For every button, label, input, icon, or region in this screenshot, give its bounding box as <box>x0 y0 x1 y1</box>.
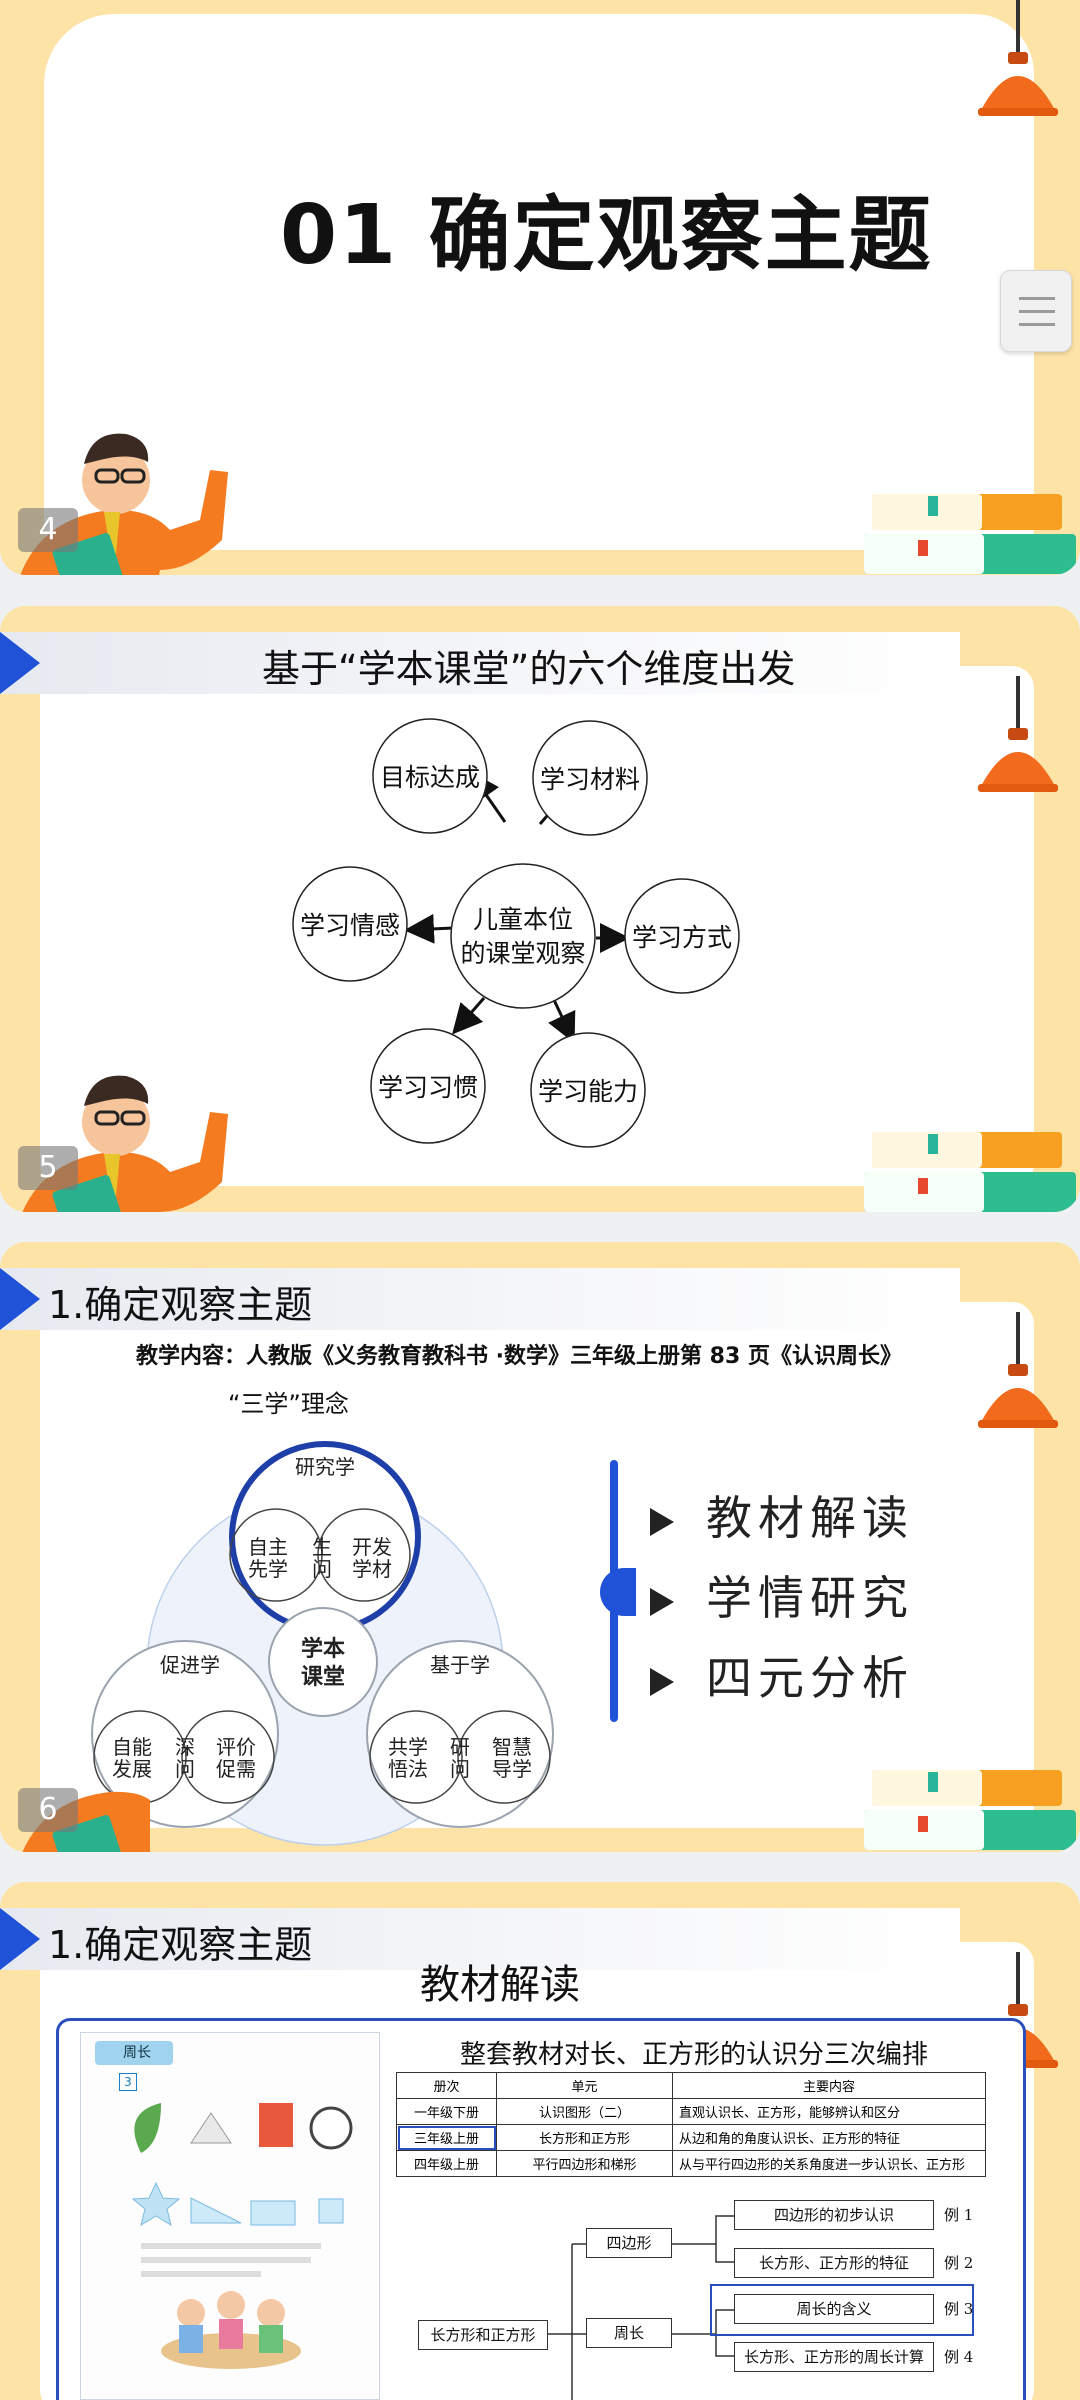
tree-node-quadrilateral: 四边形 <box>586 2228 672 2258</box>
slide-5: 基于“学本课堂”的六个维度出发 儿童本位 的课堂观察 目标达成 学习材料 <box>0 606 1080 1212</box>
venn-top-right-2: 学材 <box>352 1557 392 1581</box>
center-node <box>450 863 596 1009</box>
venn-top-title: 研究学 <box>295 1455 355 1479</box>
slide-heading: 1.确定观察主题 <box>48 1923 313 1967</box>
highlight-box <box>710 2284 974 2336</box>
example-label: 例 4 <box>944 2348 974 2366</box>
node-ability: 学习能力 <box>538 1077 638 1106</box>
center-line2: 的课堂观察 <box>460 939 585 968</box>
venn-center-1: 学本 <box>301 1636 345 1662</box>
tree-leaf: 长方形、正方形的特征 <box>734 2248 934 2278</box>
tree-node-perimeter: 周长 <box>586 2318 672 2348</box>
venn-top-left-2: 先学 <box>248 1557 288 1581</box>
table-cell: 从边和角的角度认识长、正方形的特征 <box>672 2124 986 2151</box>
table-cell: 一年级下册 <box>396 2098 497 2125</box>
lamp-icon <box>978 676 1058 792</box>
table-cell: 长方形和正方形 <box>496 2124 673 2151</box>
venn-left-right-2: 促需 <box>216 1757 256 1781</box>
page-number: 6 <box>18 1788 78 1832</box>
tree-root: 长方形和正方形 <box>418 2320 548 2350</box>
page-number: 4 <box>18 508 78 552</box>
center-line1: 儿童本位 <box>473 905 573 934</box>
divider-tab <box>600 1568 636 1616</box>
flag-icon <box>0 1268 40 1330</box>
venn-left-mid-2: 问 <box>175 1757 195 1781</box>
table-cell: 平行四边形和梯形 <box>496 2150 673 2177</box>
venn-top-mid-2: 问 <box>312 1557 332 1581</box>
venn-top-left-1: 自主 <box>248 1535 288 1559</box>
venn-right-title: 基于学 <box>430 1653 490 1677</box>
textbook-book-label: 数学 <box>257 2083 277 2094</box>
menu-button[interactable] <box>1000 270 1072 352</box>
slide-7: 1.确定观察主题 教材解读 周长 3 <box>0 1882 1080 2400</box>
bullet-analysis[interactable]: 四元分析 <box>650 1642 914 1705</box>
flag-icon <box>0 1908 40 1970</box>
concept-label: “三学”理念 <box>228 1390 349 1418</box>
table-cell-highlight: 三年级上册 <box>396 2124 497 2151</box>
header-band <box>0 632 960 694</box>
textbook-number: 3 <box>119 2073 137 2091</box>
bullet-learner[interactable]: 学情研究 <box>650 1562 914 1625</box>
venn-left-title: 促进学 <box>160 1653 220 1677</box>
venn-right-left-2: 悟法 <box>388 1757 428 1781</box>
slide-heading: 基于“学本课堂”的六个维度出发 <box>262 647 796 691</box>
slide-heading: 1.确定观察主题 <box>48 1283 313 1327</box>
textbook-page: 周长 3 数学 <box>80 2032 380 2400</box>
tree-leaf: 周长的含义 <box>734 2294 934 2324</box>
header-band <box>0 1268 960 1330</box>
textbook-tag: 周长 <box>95 2041 173 2065</box>
venn-center-2: 课堂 <box>301 1665 345 1690</box>
books-icon <box>864 1770 1076 1850</box>
venn-top-mid-1: 生 <box>312 1535 332 1559</box>
node-emotion: 学习情感 <box>300 911 400 940</box>
lamp-icon <box>978 0 1058 116</box>
bullet-textbook[interactable]: 教材解读 <box>650 1482 914 1545</box>
node-goal: 目标达成 <box>380 763 480 792</box>
node-method: 学习方式 <box>632 923 732 952</box>
venn-left-left-2: 发展 <box>112 1757 152 1781</box>
venn-right-left-1: 共学 <box>388 1735 428 1759</box>
table-cell: 从与平行四边形的关系角度进一步认识长、正方形 <box>672 2150 986 2177</box>
tree-connectors <box>548 2215 734 2400</box>
books-icon <box>864 494 1076 574</box>
page-number: 5 <box>18 1146 78 1190</box>
table-cell: 认识图形（二） <box>496 2098 673 2125</box>
venn-left-left-1: 自能 <box>112 1735 152 1759</box>
slide-title: 01 确定观察主题 <box>280 188 933 283</box>
lamp-icon <box>978 1312 1058 1428</box>
example-label: 例 3 <box>944 2300 974 2318</box>
node-habit: 学习习惯 <box>378 1073 478 1102</box>
tree-leaf: 长方形、正方形的周长计算 <box>734 2342 934 2372</box>
venn-right-right-2: 导学 <box>492 1757 532 1781</box>
table-header-volume: 册次 <box>396 2072 497 2099</box>
venn-left-mid-1: 深 <box>175 1735 195 1759</box>
venn-left-right-1: 评价 <box>216 1735 256 1759</box>
venn-right-mid-2: 问 <box>450 1757 470 1781</box>
venn-top-right-1: 开发 <box>352 1535 392 1559</box>
table-cell: 直观认识长、正方形，能够辨认和区分 <box>672 2098 986 2125</box>
slide-4: 01 确定观察主题 4 <box>0 0 1080 575</box>
slide-6: 1.确定观察主题 教学内容：人教版《义务教育教科书 ·数学》三年级上册第 83 … <box>0 1242 1080 1852</box>
table-title: 整套教材对长、正方形的认识分三次编排 <box>460 2040 929 2070</box>
teaching-content: 教学内容：人教版《义务教育教科书 ·数学》三年级上册第 83 页《认识周长》 <box>136 1344 902 1369</box>
section-title: 教材解读 <box>420 1962 580 2008</box>
node-material: 学习材料 <box>540 765 640 794</box>
table-cell: 四年级上册 <box>396 2150 497 2177</box>
curriculum-table: 册次 单元 主要内容 一年级下册 认识图形（二） 直观认识长、正方形，能够辨认和… <box>396 2072 986 2177</box>
slide-card <box>44 14 1034 550</box>
books-icon <box>864 1132 1076 1212</box>
example-label: 例 1 <box>944 2206 974 2224</box>
venn-right-right-1: 智慧 <box>492 1735 532 1759</box>
example-label: 例 2 <box>944 2254 974 2272</box>
venn-right-mid-1: 研 <box>450 1735 470 1759</box>
header-band <box>0 1908 960 1970</box>
flag-icon <box>0 632 40 694</box>
six-dimension-diagram: 儿童本位 的课堂观察 目标达成 学习材料 学习方式 学习能力 学习习惯 学习情感 <box>292 718 740 1148</box>
textbook-illustrations-icon <box>131 2103 353 2369</box>
three-learning-venn: 研究学 自主 先学 生 问 开发 学材 促进学 自能 发展 深 问 评价 促需 … <box>91 1441 554 1846</box>
tree-leaf: 四边形的初步认识 <box>734 2200 934 2230</box>
